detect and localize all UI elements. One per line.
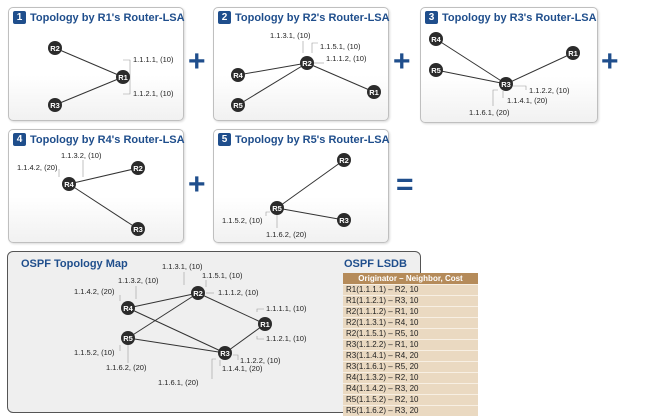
router-node bbox=[48, 41, 62, 55]
router-label: R3 bbox=[220, 349, 230, 358]
router-node bbox=[48, 98, 62, 112]
interface-label: 1.1.3.1, (10) bbox=[270, 31, 311, 40]
panel-title: 4 Topology by R4's Router-LSA bbox=[13, 133, 185, 146]
interface-label: 1.1.2.1, (10) bbox=[133, 89, 174, 98]
router-label: R3 bbox=[50, 101, 60, 110]
interface-label: 1.1.2.2, (10) bbox=[240, 356, 281, 365]
interface-label: 1.1.1.1, (10) bbox=[133, 55, 174, 64]
table-row: R4(1.1.4.2) – R3, 20 bbox=[343, 383, 478, 394]
plus-operator: + bbox=[188, 45, 206, 78]
table-row: R5(1.1.6.2) – R3, 20 bbox=[343, 405, 478, 416]
plus-operator: + bbox=[393, 45, 411, 78]
panel-number: 1 bbox=[13, 11, 26, 24]
topology-map-diagram: R4 R2 R1 R5 R3 1.1.3.1, (10) 1.1.3.2, (1… bbox=[74, 262, 307, 387]
interface-label: 1.1.2.1, (10) bbox=[266, 334, 307, 343]
interface-label: 1.1.6.1, (20) bbox=[158, 378, 199, 387]
panel-number: 5 bbox=[218, 133, 231, 146]
router-label: R5 bbox=[123, 334, 133, 343]
lsdb-title: OSPF LSDB bbox=[344, 258, 407, 270]
router-label: R2 bbox=[193, 289, 203, 298]
router-label: R1 bbox=[369, 88, 379, 97]
panel-r4-lsa: 4 Topology by R4's Router-LSA R4 R2 R3 1.… bbox=[8, 129, 185, 243]
table-row: R2(1.1.3.1) – R4, 10 bbox=[343, 317, 478, 328]
table-row: R3(1.1.4.1) – R4, 20 bbox=[343, 350, 478, 361]
router-label: R2 bbox=[133, 164, 143, 173]
interface-label: 1.1.4.1, (20) bbox=[222, 364, 263, 373]
router-label: R5 bbox=[431, 66, 441, 75]
topology-diagram: R2 R4 R5 R1 1.1.3.1, (10) 1.1.5.1, (10) … bbox=[231, 31, 381, 112]
router-label: R4 bbox=[123, 304, 133, 313]
lsdb-header: Originator – Neighbor, Cost bbox=[343, 273, 478, 284]
topology-diagram: R4 R5 R3 R1 1.1.2.2, (10) 1.1.4.1, (20) … bbox=[429, 32, 580, 117]
map-title: OSPF Topology Map bbox=[21, 258, 128, 270]
table-row: R4(1.1.3.2) – R2, 10 bbox=[343, 372, 478, 383]
panel-title-text: Topology by R4's Router-LSA bbox=[30, 133, 185, 146]
router-label: R4 bbox=[233, 71, 243, 80]
interface-label: 1.1.3.2, (10) bbox=[118, 276, 159, 285]
router-label: R3 bbox=[339, 216, 349, 225]
router-label: R2 bbox=[339, 156, 349, 165]
panel-title-text: Topology by R2's Router-LSA bbox=[235, 11, 390, 24]
router-label: R1 bbox=[118, 73, 128, 82]
interface-label: 1.1.5.2, (10) bbox=[74, 348, 115, 357]
panel-number: 4 bbox=[13, 133, 26, 146]
router-label: R4 bbox=[64, 180, 74, 189]
router-node bbox=[116, 70, 130, 84]
panel-title: 3 Topology by R3's Router-LSA bbox=[425, 11, 597, 24]
router-label: R2 bbox=[50, 44, 60, 53]
panel-r2-lsa: 2 Topology by R2's Router-LSA R2 R4 R5 R1… bbox=[213, 7, 390, 121]
panel-title-text: Topology by R1's Router-LSA bbox=[30, 11, 185, 24]
panel-r5-lsa: 5 Topology by R5's Router-LSA R2 R5 R3 1.… bbox=[213, 129, 390, 243]
interface-label: 1.1.5.2, (10) bbox=[222, 216, 263, 225]
router-label: R3 bbox=[133, 225, 143, 234]
topology-diagram: R2 R5 R3 1.1.5.2, (10) 1.1.6.2, (20) bbox=[222, 153, 351, 239]
table-row: R1(1.1.2.1) – R3, 10 bbox=[343, 295, 478, 306]
table-row: R5(1.1.5.2) – R2, 10 bbox=[343, 394, 478, 405]
lsdb-table: Originator – Neighbor, Cost R1(1.1.1.1) … bbox=[343, 273, 478, 416]
plus-operator: + bbox=[601, 45, 619, 78]
interface-label: 1.1.5.1, (10) bbox=[320, 42, 361, 51]
interface-label: 1.1.1.2, (10) bbox=[326, 54, 367, 63]
interface-label: 1.1.6.2, (20) bbox=[266, 230, 307, 239]
table-row: R2(1.1.1.2) – R1, 10 bbox=[343, 306, 478, 317]
panel-title-text: Topology by R5's Router-LSA bbox=[235, 133, 390, 146]
interface-label: 1.1.1.2, (10) bbox=[218, 288, 259, 297]
panel-number: 2 bbox=[218, 11, 231, 24]
panel-number: 3 bbox=[425, 11, 438, 24]
panel-r3-lsa: 3 Topology by R3's Router-LSA R4 R5 R3 R1… bbox=[420, 7, 598, 123]
router-label: R2 bbox=[302, 59, 312, 68]
router-label: R1 bbox=[260, 320, 270, 329]
panel-title-text: Topology by R3's Router-LSA bbox=[442, 11, 597, 24]
interface-label: 1.1.3.1, (10) bbox=[162, 262, 203, 271]
interface-label: 1.1.4.2, (20) bbox=[17, 163, 58, 172]
panel-title: 1 Topology by R1's Router-LSA bbox=[13, 11, 185, 24]
table-row: R3(1.1.2.2) – R1, 10 bbox=[343, 339, 478, 350]
interface-label: 1.1.4.2, (20) bbox=[74, 287, 115, 296]
router-label: R5 bbox=[272, 204, 282, 213]
table-row: R2(1.1.5.1) – R5, 10 bbox=[343, 328, 478, 339]
panel-title: 2 Topology by R2's Router-LSA bbox=[218, 11, 390, 24]
table-row: R3(1.1.6.1) – R5, 20 bbox=[343, 361, 478, 372]
router-label: R4 bbox=[431, 35, 441, 44]
plus-operator: + bbox=[188, 168, 206, 201]
router-label: R1 bbox=[568, 49, 578, 58]
interface-label: 1.1.6.2, (20) bbox=[106, 363, 147, 372]
interface-label: 1.1.2.2, (10) bbox=[529, 86, 570, 95]
interface-label: 1.1.1.1, (10) bbox=[266, 304, 307, 313]
interface-label: 1.1.4.1, (20) bbox=[507, 96, 548, 105]
panel-title: 5 Topology by R5's Router-LSA bbox=[218, 133, 390, 146]
interface-label: 1.1.5.1, (10) bbox=[202, 271, 243, 280]
topology-diagram: R2 R1 R3 1.1.1.1, (10) 1.1.2.1, (10) bbox=[48, 41, 174, 112]
table-row: R1(1.1.1.1) – R2, 10 bbox=[343, 284, 478, 295]
router-label: R3 bbox=[501, 80, 511, 89]
router-label: R5 bbox=[233, 101, 243, 110]
interface-label: 1.1.3.2, (10) bbox=[61, 151, 102, 160]
panel-r1-lsa: 1 Topology by R1's Router-LSA R2 R1 R3 1.… bbox=[8, 7, 185, 121]
interface-label: 1.1.6.1, (20) bbox=[469, 108, 510, 117]
topology-diagram: R4 R2 R3 1.1.3.2, (10) 1.1.4.2, (20) bbox=[17, 151, 145, 236]
equals-operator: = bbox=[396, 168, 414, 201]
